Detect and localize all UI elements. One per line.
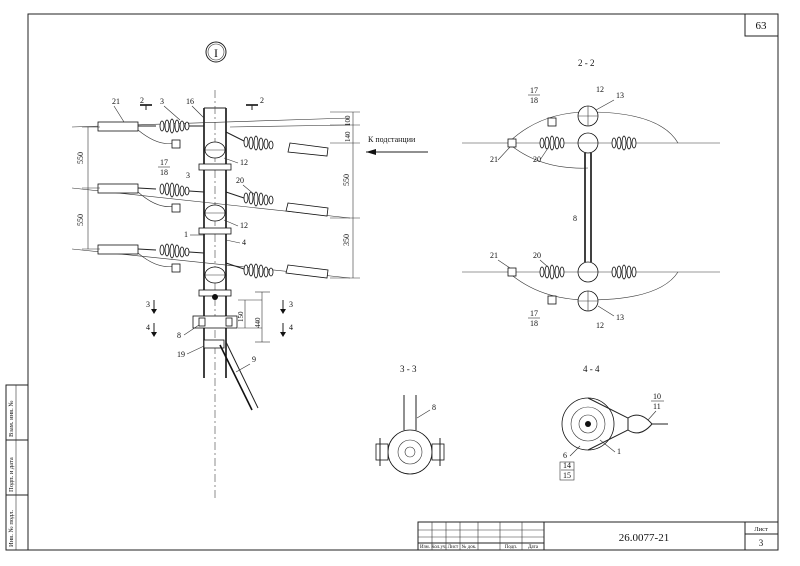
s44-label-11: 11 [653,402,661,411]
s22-label-20: 20 [533,155,541,164]
section-4-4-title: 4 - 4 [583,364,600,374]
s22-label-18: 18 [530,96,538,105]
dim-100: 100 [344,115,352,126]
label-21: 21 [112,97,120,106]
tb-col-kol: Кол.уч. [431,545,447,550]
tb-col-list: Лист [448,545,459,550]
label-12: 12 [240,158,248,167]
label-3: 3 [160,97,164,106]
node-marker: I [214,46,218,60]
cut-2-right: 2 [260,96,264,105]
sheet-label: Лист [754,526,768,533]
label-1: 1 [184,230,188,239]
label-18: 18 [160,168,168,177]
dim-140: 140 [344,131,352,142]
sheet-frame [27,13,779,551]
section-3-3-title: 3 - 3 [400,364,417,374]
s22-label-13b: 13 [616,313,624,322]
page-number: 63 [756,20,768,32]
s44-label-6: 6 [563,451,567,460]
s44-label-1: 1 [617,447,621,456]
dim-550-top: 550 [76,152,85,164]
document-code: 26.0077-21 [619,532,669,544]
tb-col-doc: № док. [462,544,477,550]
cut-3-right: 3 [289,300,293,309]
s22-label-17b: 17 [530,309,538,318]
stamp-inv-original: Инв. № подл. [8,510,15,547]
section-3-3: 3 - 3 8 [375,364,445,475]
tb-col-sign: Подп. [505,545,517,550]
phase-row-1 [97,118,329,159]
stamp-replaced-inv: Взам. инв. № [8,400,15,437]
label-20: 20 [236,176,244,185]
dim-350: 350 [342,234,351,246]
main-view: I 2 2 [71,41,360,500]
s22-label-20b: 20 [533,251,541,260]
cut-4-left: 4 [146,323,150,332]
arrow-label: К подстанции [368,135,416,144]
label-19: 19 [177,350,185,359]
section-2-2: 2 - 2 [462,58,720,330]
s44-label-15: 15 [563,471,571,480]
dim-150: 150 [237,311,245,322]
s22-label-12: 12 [596,85,604,94]
label-9: 9 [252,355,256,364]
section-2-2-title: 2 - 2 [578,58,595,68]
page-number-box [744,13,779,37]
tb-col-izm: Изм. [420,545,430,550]
phase-row-2 [97,182,329,222]
s22-label-8: 8 [573,214,577,223]
s22-label-21: 21 [490,155,498,164]
s22-label-17: 17 [530,86,538,95]
s44-label-14: 14 [563,461,571,470]
label-17: 17 [160,158,168,167]
s33-label-8: 8 [432,403,436,412]
stamp-sign-date: Подп. и дата [8,457,15,492]
label-3b: 3 [186,171,190,180]
s22-label-13: 13 [616,91,624,100]
side-stamp: Инв. № подл. Подп. и дата Взам. инв. № [5,384,29,551]
direction-arrow: К подстанции [366,135,428,155]
dim-550-bottom: 550 [76,214,85,226]
tb-col-date: Дата [528,545,539,550]
cut-2-left: 2 [140,96,144,105]
label-8: 8 [177,331,181,340]
label-16: 16 [186,97,194,106]
label-12b: 12 [240,221,248,230]
title-block: Изм. Кол.уч. Лист № док. Подп. Дата 26.0… [417,521,779,551]
cut-3-left: 3 [146,300,150,309]
dim-550-right: 550 [342,174,351,186]
phase-row-3 [97,243,329,284]
s22-label-21b: 21 [490,251,498,260]
dim-440: 440 [254,317,262,328]
s44-label-10: 10 [653,392,661,401]
label-4: 4 [242,238,246,247]
sheet-number: 3 [759,538,764,548]
s22-label-18b: 18 [530,319,538,328]
section-4-4: 4 - 4 10 11 1 6 14 15 [559,364,668,481]
s22-label-12c: 12 [596,321,604,330]
cut-4-right: 4 [289,323,293,332]
